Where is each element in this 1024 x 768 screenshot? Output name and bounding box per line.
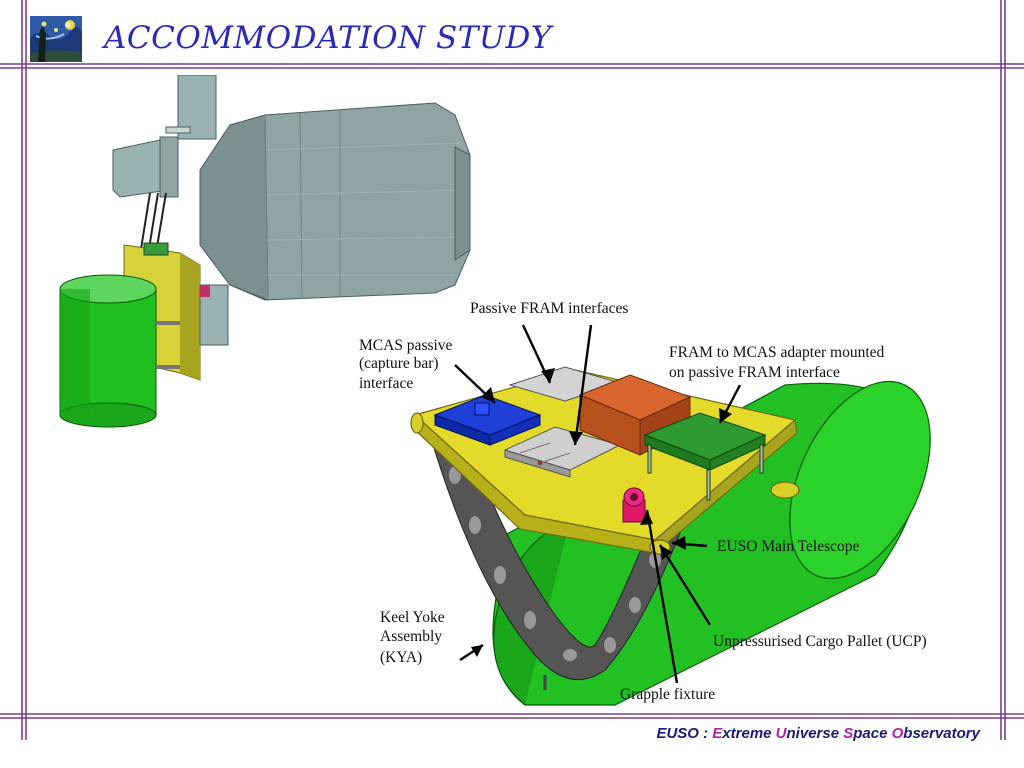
- euso-ucp-diagram: Passive FRAM interfaces MCAS passive (ca…: [359, 300, 931, 706]
- label-kya-line2: Assembly: [380, 628, 442, 645]
- label-kya-line1: Keel Yoke: [380, 609, 445, 626]
- label-passive-fram: Passive FRAM interfaces: [470, 300, 628, 317]
- starry-night-logo: [30, 16, 82, 62]
- telescope-cylinder: [59, 274, 157, 428]
- iss-module-render: [40, 75, 480, 430]
- label-mcas-passive-line3: interface: [359, 375, 413, 392]
- footer-caption: EUSO : Extreme Universe Space Observator…: [656, 725, 980, 742]
- label-ucp: Unpressurised Cargo Pallet (UCP): [713, 633, 927, 650]
- label-mcas-passive-line1: MCAS passive: [359, 337, 453, 354]
- footer-word-niverse: niverse: [786, 725, 844, 742]
- label-mcas-passive-line2: (capture bar): [359, 355, 439, 372]
- footer-prefix: EUSO :: [656, 725, 713, 742]
- fram-mcas-adapter: [643, 412, 767, 501]
- pressurized-module: [199, 102, 471, 301]
- payload-red-box: [578, 374, 692, 456]
- footer-initial-o: O: [891, 725, 904, 742]
- mcas-passive-interface: [433, 394, 542, 446]
- footer-word-pace: pace: [853, 725, 892, 742]
- footer-initial-s: S: [843, 725, 854, 742]
- label-kya-line3: (KYA): [380, 649, 422, 666]
- label-euso-telescope: EUSO Main Telescope: [717, 538, 860, 555]
- footer-initial-u: U: [775, 725, 787, 742]
- label-grapple-fixture: Grapple fixture: [620, 686, 715, 703]
- passive-fram-plates: [503, 366, 622, 478]
- slide-title: ACCOMMODATION STUDY: [104, 20, 552, 56]
- label-fram-adapter-line1: FRAM to MCAS adapter mounted: [669, 344, 885, 361]
- footer-word-bservatory: bservatory: [903, 725, 980, 742]
- grapple-fixture: [622, 487, 646, 523]
- label-fram-adapter-line2: on passive FRAM interface: [669, 364, 840, 381]
- footer-word-xtreme: xtreme: [722, 725, 776, 742]
- footer-initial-e: E: [712, 725, 723, 742]
